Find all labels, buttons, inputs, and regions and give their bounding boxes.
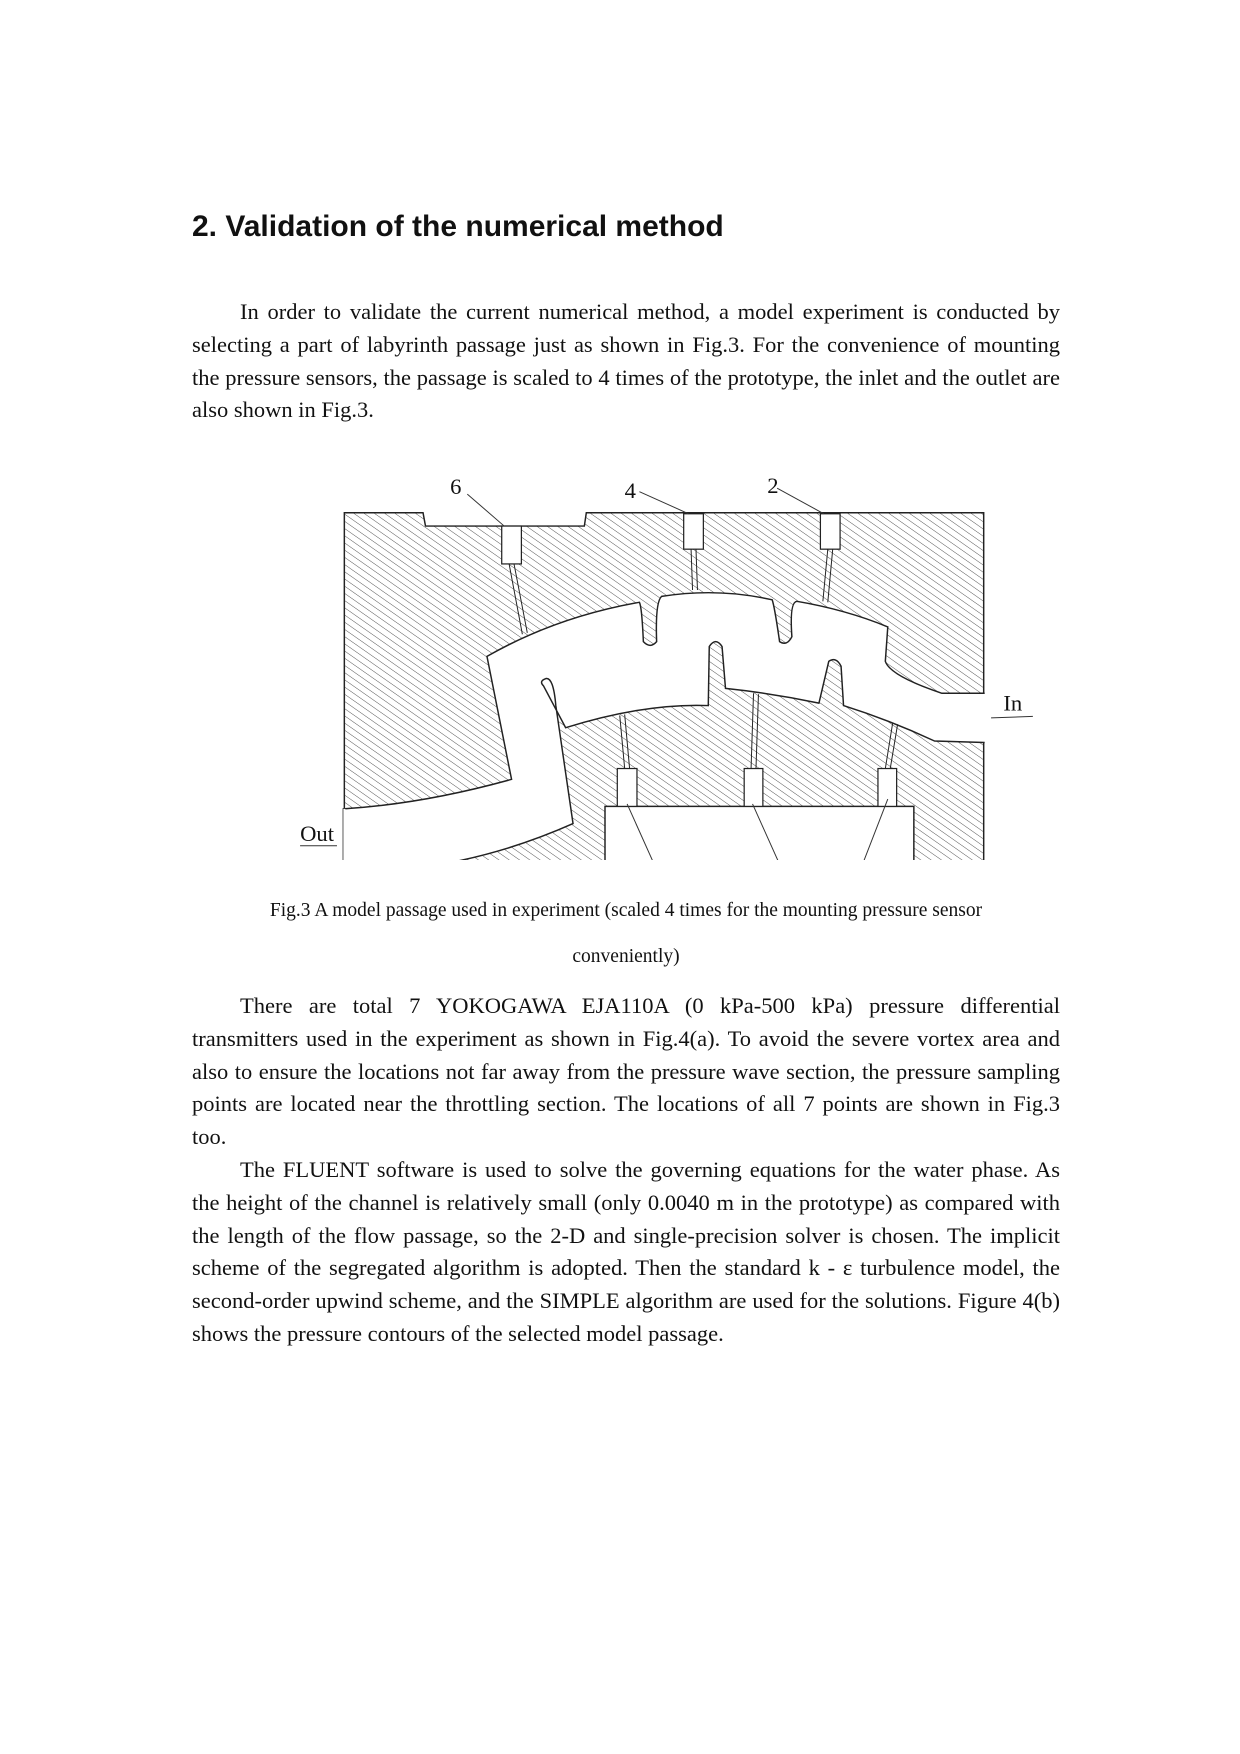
figure-caption-line-1: Fig.3 A model passage used in experiment…: [269, 900, 983, 921]
figure-3-model-passage: 6 4 2 5 3 1 7 In Out: [300, 473, 1033, 860]
label-outlet: Out: [300, 821, 335, 846]
sensor-ports: [501, 513, 898, 808]
paragraph-2: There are total 7 YOKOGAWA EJA110A (0 kP…: [192, 993, 1060, 1150]
section-title: 2. Validation of the numerical method: [192, 210, 724, 243]
label-4: 4: [625, 478, 636, 503]
paragraph-1: In order to validate the current numeric…: [192, 299, 1060, 423]
label-6: 6: [450, 474, 461, 499]
leader-lines: [300, 487, 1033, 860]
label-2: 2: [767, 473, 778, 498]
label-inlet: In: [1003, 690, 1022, 715]
figure-caption-line-2: conveniently): [572, 946, 680, 967]
flow-channel: [342, 591, 985, 860]
paragraph-3: The FLUENT software is used to solve the…: [192, 1157, 1060, 1346]
pressure-taps: [508, 549, 899, 769]
